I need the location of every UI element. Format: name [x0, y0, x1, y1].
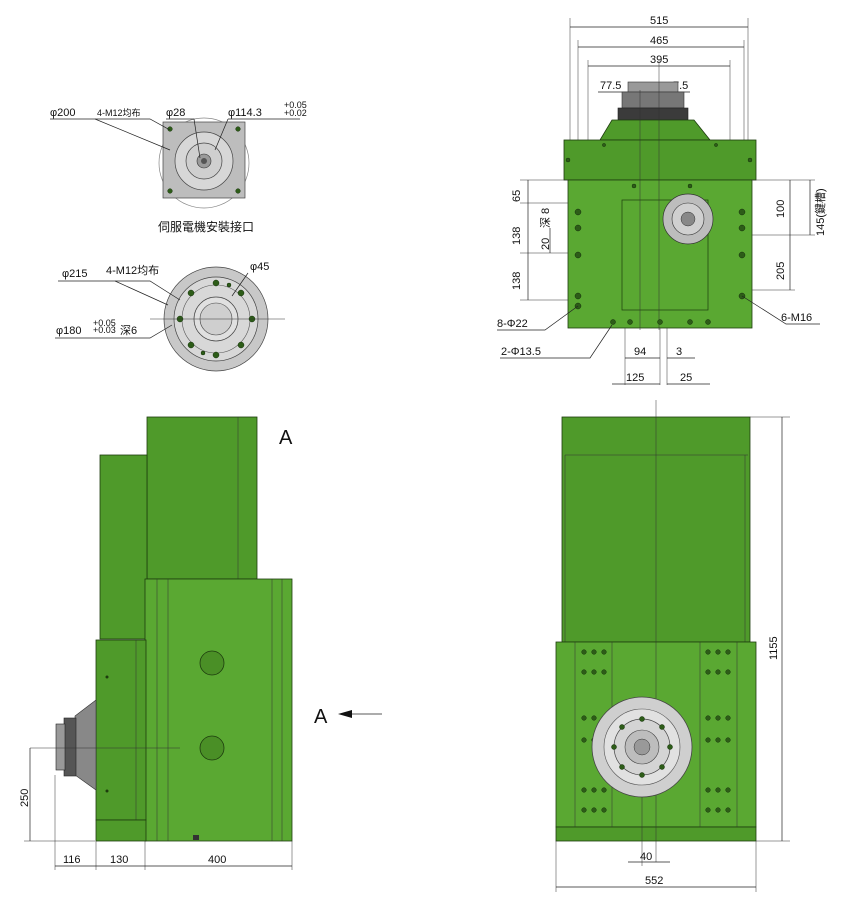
dim-40: 40: [640, 851, 652, 863]
dim-8-phi22: 8-Φ22: [497, 318, 528, 330]
dim-205: 205: [775, 262, 787, 280]
dim-3: 3: [676, 346, 682, 358]
phi180-depth: 深6: [120, 324, 137, 337]
dim-20: 20: [540, 238, 552, 250]
phi114-tol-dn: +0.02: [284, 108, 307, 118]
view-a-label: A: [279, 427, 293, 449]
dim-138a: 138: [511, 227, 523, 245]
dim-77-5: 77.5: [600, 80, 621, 92]
dim-130: 130: [110, 854, 128, 866]
dim-116: 116: [63, 854, 81, 866]
phi200-label: φ200: [50, 107, 76, 119]
dim-400: 400: [208, 854, 226, 866]
top-view: 515 465 395 77.5 7.5: [497, 15, 827, 385]
dim-6-m16: 6-M16: [781, 312, 812, 324]
servo-interface-view: φ200 4-M12均布 φ28 φ114.3 +0.05 +0.02 伺服電機…: [50, 100, 307, 234]
phi28-label: φ28: [166, 107, 185, 119]
phi215-label: φ215: [62, 268, 88, 280]
servo-caption: 伺服電機安裝接口: [158, 219, 254, 234]
dim-125: 125: [626, 372, 644, 384]
dim-8-depth: 深 8: [539, 208, 552, 228]
view-a-arrow-label: A: [314, 706, 328, 728]
flange-view: φ215 4-M12均布 φ45 φ180 +0.05 +0.03 深6: [55, 261, 285, 372]
dim-250: 250: [19, 789, 31, 807]
front-view: 1155 40 552: [555, 400, 790, 892]
dim-145: 145(鍵槽): [813, 188, 827, 236]
view-a-arrow: [338, 710, 352, 718]
dim-1155: 1155: [768, 636, 780, 660]
m12-top-label: 4-M12均布: [97, 107, 141, 118]
dim-25: 25: [680, 372, 692, 384]
dim-138b: 138: [511, 272, 523, 290]
side-view: A A 250 116 130 400: [19, 416, 382, 870]
dim-100: 100: [775, 200, 787, 218]
phi180-label: φ180: [56, 325, 82, 337]
dim-465: 465: [650, 35, 668, 47]
phi114-tol-up: +0.05: [284, 100, 307, 110]
phi45-label: φ45: [250, 261, 269, 273]
dim-515: 515: [650, 15, 668, 27]
dim-552: 552: [645, 875, 663, 887]
m12-mid-label: 4-M12均布: [106, 264, 159, 277]
phi114-label: φ114.3: [228, 107, 262, 119]
phi180-tol-dn: +0.03: [93, 325, 116, 335]
dim-65: 65: [511, 190, 523, 202]
dim-94: 94: [634, 346, 646, 358]
dim-2-phi13-5: 2-Φ13.5: [501, 346, 541, 358]
phi180-tol-up: +0.05: [93, 318, 116, 328]
